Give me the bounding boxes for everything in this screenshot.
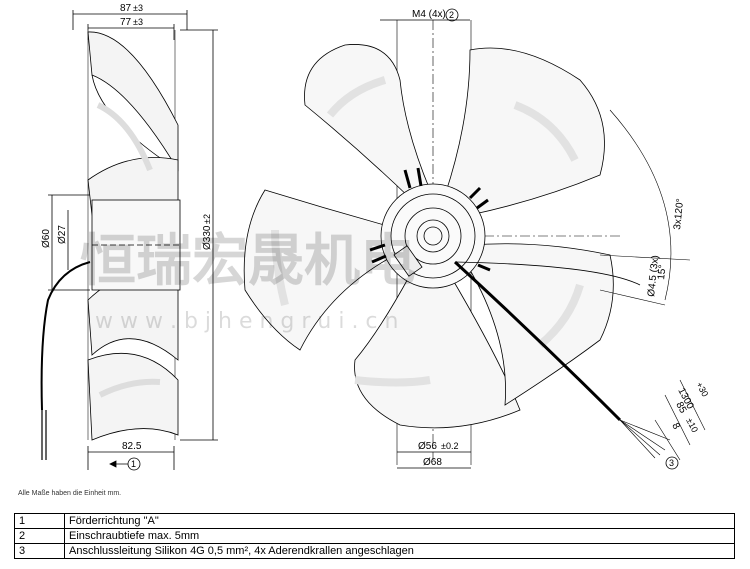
- legend-num: 3: [14, 543, 65, 559]
- dim-85: 85: [673, 400, 688, 415]
- angle-120: 3x120°: [672, 198, 686, 230]
- legend-text: Einschraubtiefe max. 5mm: [64, 528, 735, 544]
- dim-top-outer: 87: [120, 3, 132, 14]
- dim-8: 8: [669, 421, 682, 431]
- legend-row: 3 Anschlussleitung Silikon 4G 0,5 mm², 4…: [14, 543, 735, 559]
- dim-top-outer-tol: ±3: [133, 3, 143, 13]
- legend-text: Anschlussleitung Silikon 4G 0,5 mm², 4x …: [64, 543, 735, 559]
- side-view: [40, 10, 218, 471]
- units-note: Alle Maße haben die Einheit mm.: [18, 490, 122, 497]
- technical-drawing: 87 ±3 77 ±3 Ø60 Ø27 Ø330 ±2 82.5 1: [40, 3, 710, 471]
- thread-label: M4 (4x): [412, 9, 446, 20]
- marker-2: 2: [449, 10, 454, 20]
- dim-top-inner-tol: ±3: [133, 17, 143, 27]
- dim-hole: Ø4.5 (3x): [646, 255, 661, 298]
- legend-row: 1 Förderrichtung "A": [14, 513, 735, 529]
- dim-56-tol: ±0.2: [441, 441, 458, 451]
- legend-row: 2 Einschraubtiefe max. 5mm: [14, 528, 735, 544]
- watermark-url: w w w . b j h e n g r u i . c n: [95, 309, 398, 334]
- legend-text: Förderrichtung "A": [64, 513, 735, 529]
- marker-3: 3: [669, 458, 674, 468]
- dim-top-inner: 77: [120, 17, 132, 28]
- dim-85-tol: ±10: [684, 416, 700, 434]
- dim-56: Ø56: [418, 441, 437, 452]
- dim-diameter-330: Ø330: [202, 225, 213, 250]
- dim-68: Ø68: [423, 457, 442, 468]
- legend-table: 1 Förderrichtung "A" 2 Einschraubtiefe m…: [14, 513, 735, 559]
- front-view: [243, 8, 706, 470]
- dim-diameter-27: Ø27: [57, 225, 68, 244]
- dim-cable-length-tol: +30: [694, 380, 710, 398]
- dim-bottom: 82.5: [122, 441, 142, 452]
- dim-diameter-330-tol: ±2: [202, 214, 212, 224]
- marker-1: 1: [131, 459, 136, 469]
- angle-15: 15°: [656, 264, 669, 280]
- legend-num: 2: [14, 528, 65, 544]
- legend-num: 1: [14, 513, 65, 529]
- dim-diameter-60: Ø60: [41, 229, 52, 248]
- watermark-chinese: 恒瑞宏晟机电: [80, 229, 416, 294]
